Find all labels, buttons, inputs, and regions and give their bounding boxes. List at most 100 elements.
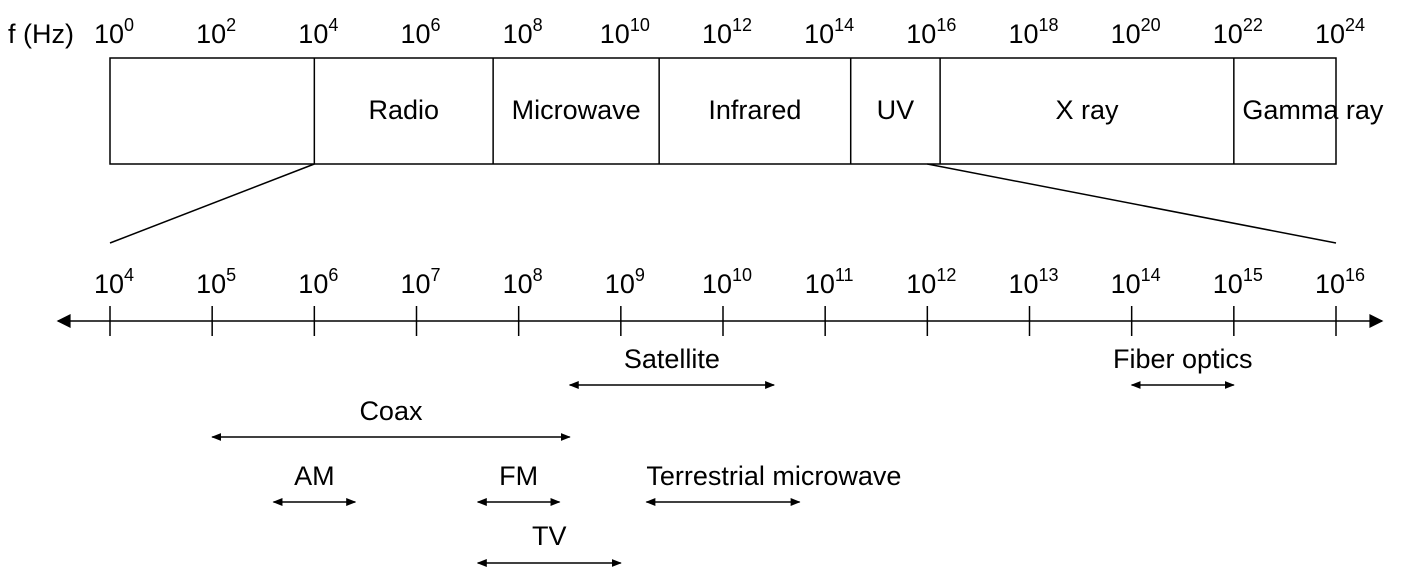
media-label: TV — [532, 521, 567, 551]
bottom-scale-label-9: 109 — [605, 265, 645, 299]
top-scale-label-8-base: 10 — [503, 19, 533, 49]
bottom-scale-label-14-base: 10 — [1111, 269, 1141, 299]
bottom-scale-label-12: 1012 — [906, 265, 956, 299]
top-scale-label-20-exponent: 20 — [1141, 15, 1161, 35]
bottom-scale-label-4: 104 — [94, 265, 134, 299]
bottom-scale-label-15: 1015 — [1213, 265, 1263, 299]
bottom-scale-label-9-exponent: 9 — [635, 265, 645, 285]
top-scale-label-10-base: 10 — [600, 19, 630, 49]
top-scale-label-14-exponent: 14 — [834, 15, 854, 35]
top-scale-label-14-base: 10 — [804, 19, 834, 49]
zoom-line-left — [109, 163, 315, 244]
bottom-scale-label-16: 1016 — [1315, 265, 1365, 299]
top-scale-label-6-base: 10 — [400, 19, 430, 49]
top-scale-label-2-exponent: 2 — [226, 15, 236, 35]
bottom-scale-label-5-exponent: 5 — [226, 265, 236, 285]
bottom-scale-label-10: 1010 — [702, 265, 752, 299]
band-label: Radio — [368, 95, 439, 125]
bottom-scale-label-14: 1014 — [1111, 265, 1161, 299]
top-scale-label-22: 1022 — [1213, 15, 1263, 49]
top-scale-label-10-exponent: 10 — [630, 15, 650, 35]
top-scale-label-4-exponent: 4 — [328, 15, 338, 35]
frequency-label: f (Hz) — [8, 19, 74, 49]
bottom-scale-label-15-base: 10 — [1213, 269, 1243, 299]
top-scale-label-12: 1012 — [702, 15, 752, 49]
bottom-scale-label-13-exponent: 13 — [1039, 265, 1059, 285]
top-scale-label-4: 104 — [298, 15, 338, 49]
top-scale-label-4-base: 10 — [298, 19, 328, 49]
top-scale-label-24-base: 10 — [1315, 19, 1345, 49]
top-scale-label-14: 1014 — [804, 15, 854, 49]
top-scale-label-0-exponent: 0 — [124, 15, 134, 35]
top-scale-label-22-base: 10 — [1213, 19, 1243, 49]
top-scale-label-20: 1020 — [1111, 15, 1161, 49]
band-label: Gamma ray — [1242, 95, 1384, 125]
band-label: UV — [877, 95, 915, 125]
top-scale-label-18: 1018 — [1008, 15, 1058, 49]
top-scale-label-20-base: 10 — [1111, 19, 1141, 49]
top-scale-label-0: 100 — [94, 15, 134, 49]
bottom-scale-label-8-exponent: 8 — [533, 265, 543, 285]
bottom-scale-label-5-base: 10 — [196, 269, 226, 299]
band-label: Infrared — [708, 95, 801, 125]
top-scale-label-0-base: 10 — [94, 19, 124, 49]
bottom-scale-label-10-base: 10 — [702, 269, 732, 299]
media-label: Fiber optics — [1113, 344, 1253, 374]
bottom-scale-label-6: 106 — [298, 265, 338, 299]
band-label: X ray — [1055, 95, 1119, 125]
bottom-scale-label-16-base: 10 — [1315, 269, 1345, 299]
bottom-scale-label-4-base: 10 — [94, 269, 124, 299]
band-label: Microwave — [512, 95, 641, 125]
media-label: Satellite — [624, 344, 720, 374]
spectrum-bands: Radio Microwave Infrared UV X ray Gamma ray — [109, 57, 1384, 165]
bottom-scale-label-12-exponent: 12 — [936, 265, 956, 285]
media-label: Terrestrial microwave — [646, 461, 901, 491]
top-scale-label-12-exponent: 12 — [732, 15, 752, 35]
bottom-scale-label-11: 1011 — [805, 265, 854, 299]
top-scale-label-6: 106 — [400, 15, 440, 49]
top-scale-label-10: 1010 — [600, 15, 650, 49]
top-scale-label-16: 1016 — [906, 15, 956, 49]
bottom-scale-label-14-exponent: 14 — [1141, 265, 1161, 285]
bottom-scale-label-4-exponent: 4 — [124, 265, 134, 285]
top-scale-label-18-base: 10 — [1008, 19, 1038, 49]
top-scale-label-2: 102 — [196, 15, 236, 49]
bottom-scale-label-9-base: 10 — [605, 269, 635, 299]
bottom-scale-label-13: 1013 — [1008, 265, 1058, 299]
bottom-scale-label-13-base: 10 — [1008, 269, 1038, 299]
bottom-scale-label-6-exponent: 6 — [328, 265, 338, 285]
frequency-axis-ticks — [109, 306, 1337, 336]
media-label: FM — [499, 461, 538, 491]
bottom-scale-label-11-base: 10 — [805, 269, 835, 299]
bottom-scale-label-7: 107 — [400, 265, 440, 299]
spectrum-bar-outline — [109, 57, 1337, 165]
top-scale-label-6-exponent: 6 — [431, 15, 441, 35]
zoom-line-right — [927, 163, 1337, 244]
bottom-scale-label-7-base: 10 — [400, 269, 430, 299]
bottom-scale-label-6-base: 10 — [298, 269, 328, 299]
bottom-scale-label-15-exponent: 15 — [1243, 265, 1263, 285]
bottom-scale-label-8: 108 — [503, 265, 543, 299]
bottom-scale-label-10-exponent: 10 — [732, 265, 752, 285]
top-scale-label-2-base: 10 — [196, 19, 226, 49]
bottom-scale-label-8-base: 10 — [503, 269, 533, 299]
top-scale-label-24: 1024 — [1315, 15, 1365, 49]
bottom-scale-label-7-exponent: 7 — [431, 265, 441, 285]
top-scale-label-22-exponent: 22 — [1243, 15, 1263, 35]
top-scale-label-16-exponent: 16 — [936, 15, 956, 35]
bottom-scale-label-11-exponent: 11 — [835, 265, 854, 285]
top-scale-label-8: 108 — [503, 15, 543, 49]
bottom-scale-label-16-exponent: 16 — [1345, 265, 1365, 285]
bottom-scale-label-12-base: 10 — [906, 269, 936, 299]
media-label: AM — [294, 461, 335, 491]
top-scale-label-8-exponent: 8 — [533, 15, 543, 35]
media-label: Coax — [359, 396, 423, 426]
bottom-scale-label-5: 105 — [196, 265, 236, 299]
top-scale-label-24-exponent: 24 — [1345, 15, 1365, 35]
top-scale-label-18-exponent: 18 — [1039, 15, 1059, 35]
top-scale-label-12-base: 10 — [702, 19, 732, 49]
